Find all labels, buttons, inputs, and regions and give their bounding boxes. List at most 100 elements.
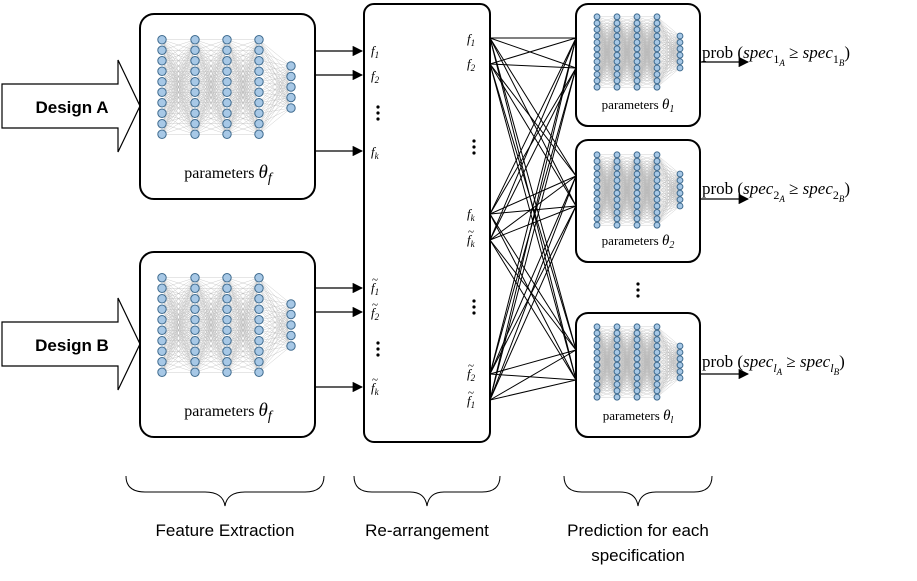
predictor-params: parameters θ2 — [602, 233, 675, 251]
tilde-mark: ~ — [468, 226, 474, 238]
network-node — [593, 323, 601, 331]
network-node — [653, 151, 661, 159]
network-node — [593, 45, 601, 53]
brace — [563, 475, 713, 507]
design-a-input: Design A — [1, 59, 141, 153]
network-node — [157, 77, 167, 87]
network-node — [593, 387, 601, 395]
connection-line — [489, 37, 577, 65]
network-node — [593, 221, 601, 229]
network-node — [613, 71, 621, 78]
connection-line — [489, 67, 577, 401]
neural-network-icon — [593, 13, 684, 91]
network-node — [633, 177, 641, 184]
network-node — [157, 336, 167, 346]
network-node — [613, 13, 621, 21]
feature-label: f2 — [371, 305, 380, 322]
network-node — [286, 103, 296, 113]
network-node — [633, 71, 641, 78]
network-node — [676, 32, 684, 40]
network-node — [190, 66, 200, 76]
connection-line — [489, 175, 577, 401]
network-node — [190, 98, 200, 108]
network-node — [633, 45, 641, 53]
network-node — [286, 320, 296, 330]
probability-label: prob (speclA ≥ speclB) — [702, 352, 845, 377]
connection-line — [489, 175, 577, 215]
network-node — [190, 283, 200, 293]
network-node — [676, 189, 684, 197]
network-node — [653, 355, 661, 363]
network-node — [676, 58, 684, 65]
network-node — [190, 108, 200, 118]
network-node — [676, 45, 684, 53]
network-node — [157, 129, 167, 139]
input-arrow-shape — [1, 59, 141, 153]
feature-label: fk — [467, 232, 476, 249]
network-node — [613, 374, 621, 382]
network-node — [653, 381, 661, 388]
network-node — [254, 304, 264, 314]
network-node — [593, 196, 601, 204]
network-node — [190, 346, 200, 356]
network-node — [613, 368, 621, 376]
network-node — [254, 56, 264, 66]
network-node — [157, 325, 167, 335]
network-node — [633, 342, 641, 350]
network-node — [286, 341, 296, 351]
network-node — [286, 61, 296, 71]
network-node — [633, 381, 641, 388]
connection-line — [489, 205, 577, 401]
network-node — [593, 71, 601, 78]
network-node — [633, 196, 641, 204]
stage-label-specification: specification — [591, 546, 685, 565]
network-node — [593, 329, 601, 337]
feature-label: fk — [371, 380, 380, 397]
network-node — [676, 355, 684, 363]
connection-line — [489, 205, 577, 241]
feature-label: f2 — [371, 68, 380, 85]
network-node — [633, 329, 641, 337]
network-node — [653, 77, 661, 85]
connection-line — [489, 379, 577, 401]
network-node — [613, 58, 621, 65]
stage-label-rearrangement: Re-arrangement — [365, 521, 489, 540]
feature-label: fk — [371, 144, 380, 161]
network-node — [254, 357, 264, 367]
network-node — [254, 77, 264, 87]
network-node — [222, 129, 232, 139]
network-node — [633, 170, 641, 178]
network-node — [613, 170, 621, 178]
network-node — [676, 39, 684, 46]
network-node — [653, 368, 661, 376]
predictor-ellipsis — [636, 282, 640, 298]
network-node — [613, 189, 621, 197]
network-node — [593, 349, 601, 356]
network-node — [653, 83, 661, 91]
network-node — [157, 108, 167, 118]
network-node — [254, 129, 264, 139]
neural-network-icon — [593, 151, 684, 229]
neural-network-icon — [157, 273, 296, 377]
network-node — [613, 329, 621, 337]
network-node — [593, 83, 601, 91]
network-node — [593, 170, 601, 178]
feature-extractor-params: parameters θf — [184, 400, 274, 424]
network-node — [653, 183, 661, 191]
network-node — [593, 361, 601, 369]
network-node — [593, 183, 601, 191]
connection-line — [489, 239, 577, 381]
network-node — [593, 342, 601, 350]
network-node — [593, 32, 601, 40]
network-node — [653, 177, 661, 184]
network-node — [593, 13, 601, 21]
tilde-mark: ~ — [372, 299, 378, 311]
network-node — [222, 294, 232, 304]
network-node — [593, 39, 601, 46]
feature-label: f1 — [467, 393, 475, 410]
network-node — [653, 196, 661, 204]
network-node — [222, 346, 232, 356]
connection-line — [489, 37, 577, 351]
